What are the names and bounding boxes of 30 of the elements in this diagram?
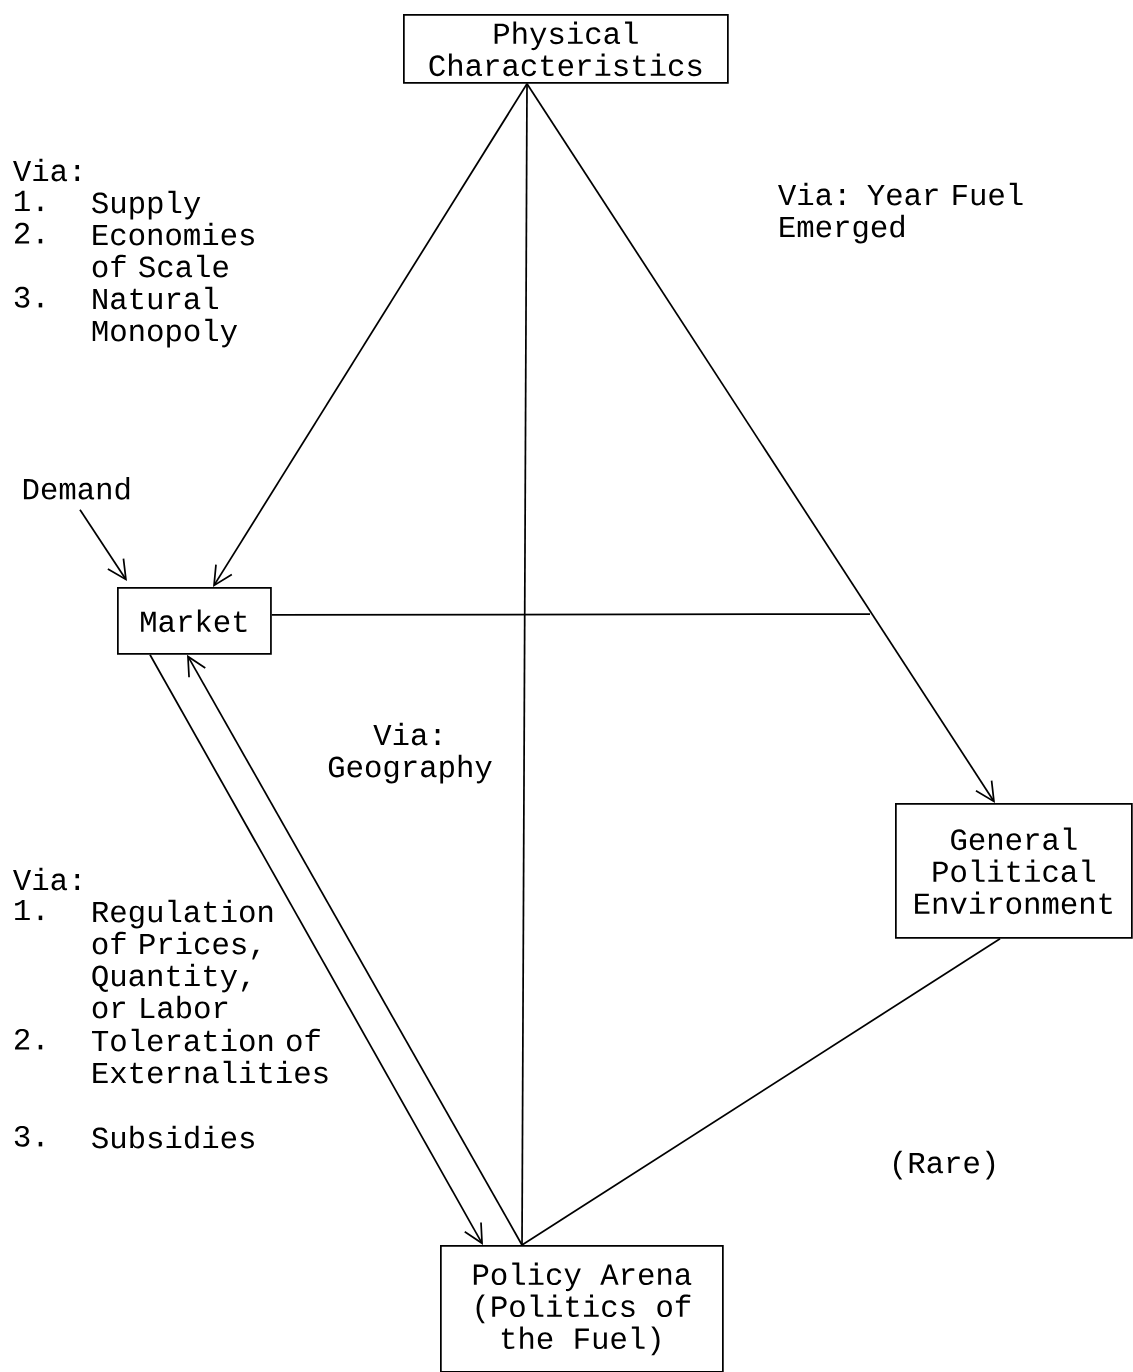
label-text: 1. — [15, 899, 43, 921]
label-text: 2. — [15, 222, 43, 244]
label-text: Regulation of Prices, Quantity, or Labor — [92, 899, 273, 1019]
label-text: 2. — [15, 1028, 43, 1050]
label-text: Via: Year Fuel Emerged — [778, 182, 1023, 244]
connector-line — [521, 82, 528, 1246]
text-box: Physical Characteristics — [403, 14, 729, 84]
label-text: 1. — [15, 190, 43, 212]
label-text: Economies of Scale — [92, 222, 254, 278]
connector-line — [521, 937, 1001, 1246]
label-text: Via: — [13, 867, 79, 891]
node-text: Demand — [23, 477, 130, 500]
arrow — [526, 82, 995, 803]
label-text: Subsidies — [92, 1125, 254, 1149]
label-text: Via: — [13, 158, 79, 182]
text-box: Policy Arena (Politics of the Fuel) — [440, 1245, 724, 1372]
connector-line — [270, 613, 871, 616]
label-text: Natural Monopoly — [92, 286, 238, 348]
label-text: Via: Geography — [328, 722, 492, 784]
arrow — [79, 508, 127, 581]
text-box: Market — [117, 587, 272, 655]
label-text: (Rare) — [894, 1150, 995, 1180]
text-box: General Political Environment — [895, 803, 1133, 939]
arrow — [213, 82, 528, 587]
label-text: Supply — [92, 190, 201, 220]
label-text: 3. — [14, 1125, 43, 1147]
label-text: 3. — [14, 286, 43, 308]
arrow — [149, 653, 483, 1245]
label-text: Toleration of Externalities — [92, 1028, 328, 1084]
arrow — [187, 654, 523, 1246]
